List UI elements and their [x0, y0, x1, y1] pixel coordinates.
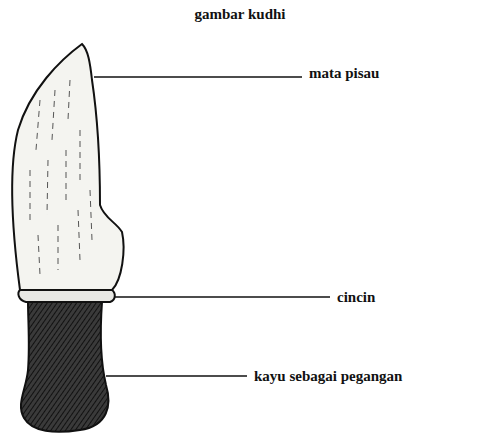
leader-line — [114, 296, 330, 297]
leader-line — [94, 76, 302, 77]
blade-texture-stroke — [68, 80, 70, 120]
wooden-handle — [21, 302, 108, 432]
blade-texture-stroke — [47, 160, 48, 215]
diagram-title: gambar kudhi — [193, 6, 286, 23]
blade-texture-stroke — [66, 150, 67, 200]
blade-texture-stroke — [90, 190, 92, 240]
blade-texture-stroke — [80, 130, 81, 180]
blade-texture-stroke — [36, 100, 40, 150]
leader-line — [106, 375, 247, 376]
part-label: cincin — [336, 289, 376, 306]
blade-texture — [30, 80, 92, 275]
blade-texture-stroke — [38, 235, 40, 275]
blade-texture-stroke — [58, 225, 59, 270]
blade-texture-stroke — [30, 170, 31, 220]
blade-texture-stroke — [52, 90, 55, 140]
part-label: kayu sebagai pegangan — [253, 368, 403, 385]
part-label: mata pisau — [308, 65, 380, 82]
blade — [12, 44, 123, 290]
ring — [18, 290, 114, 302]
blade-texture-stroke — [78, 210, 80, 260]
